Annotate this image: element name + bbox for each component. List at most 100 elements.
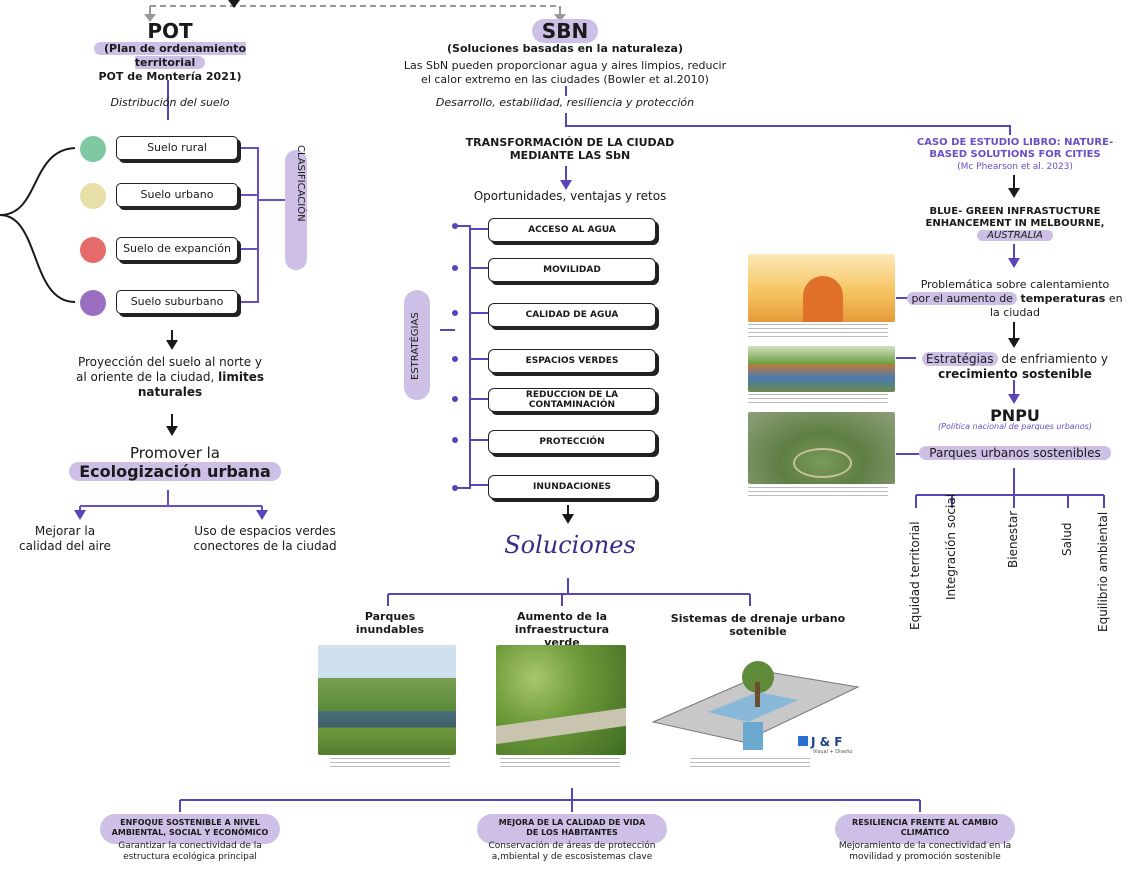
classification-label: CLASIFICACIÓN (295, 145, 306, 222)
strategy-espacios-verdes: ESPACIOS VERDES (488, 349, 656, 373)
pot-subtitle-2: POT de Montería 2021) (98, 70, 242, 83)
air-quality-line-2: calidad del aire (19, 539, 111, 553)
bottom-3-title-2: CLIMÁTICO (900, 828, 950, 837)
pot-block: POT (Plan de ordenamiento territorial PO… (60, 20, 280, 84)
ecologization-title: Ecologización urbana (69, 462, 281, 481)
blue-green-line-2: ENHANCEMENT IN MELBOURNE, (925, 218, 1105, 229)
solution-parques-line-1: Parques (364, 610, 416, 623)
cooling-building-image (748, 346, 895, 392)
opportunities-label: Oportunidades, ventajas y retos (473, 189, 667, 203)
green-infra-caption (500, 758, 620, 770)
bottom-1-title-2: AMBIENTAL, SOCIAL Y ECONÓMICO (111, 828, 269, 837)
problem-bold: temperaturas (1020, 292, 1106, 305)
bottom-item-sustainable: ENFOQUE SOSTENIBLE A NIVEL AMBIENTAL, SO… (90, 814, 290, 863)
bottom-pill-3 (835, 814, 1015, 844)
bottom-1-desc-2: estructura ecológica principal (123, 852, 257, 862)
drainage-illustration (648, 652, 863, 752)
problem-line-3: en (1108, 292, 1123, 305)
solution-drenaje: Sistemas de drenaje urbano sotenible (668, 612, 848, 638)
green-spaces-line-2: conectores de la ciudad (193, 539, 337, 553)
case-study-title: CASO DE ESTUDIO LIBRO: NATURE- BASED SOL… (890, 137, 1140, 161)
sbn-desc-1: Las SbN pueden proporcionar agua y aires… (403, 59, 727, 72)
green-spaces-line-1: Uso de espacios verdes (194, 524, 336, 538)
drainage-drawing (651, 661, 860, 750)
strategies-pill (404, 290, 430, 400)
green-infra-photo (496, 645, 626, 755)
solution-infraestructura-line-1: Aumento de la infraestructura (514, 610, 610, 636)
branch-integracion: Integración social (944, 493, 958, 600)
blue-green-line-1: BLUE- GREEN INFRASTUCTURE (929, 206, 1101, 217)
bottom-3-title-1: RESILIENCIA FRENTE AL CAMBIO (852, 818, 998, 827)
bottom-2-desc-2: a,mbiental y de escosistemas clave (491, 852, 653, 862)
pnpu-subtitle: (Política nacional de parques urbanos) (938, 422, 1092, 431)
strategy-movilidad: MOVILIDAD (488, 258, 656, 282)
transform-title: TRANSFORMACIÓN DE LA CIUDAD MEDIANTE LAS… (420, 136, 720, 162)
projection-line-1: Proyección del suelo al norte y (77, 355, 263, 369)
jf-logo-icon (798, 736, 808, 746)
solution-parques-line-2: inundables (355, 623, 425, 636)
melbourne-heat-image (748, 254, 895, 322)
flood-park-caption (330, 758, 450, 770)
soil-dot-expancion (80, 237, 106, 263)
case-study-ref: (Mc Phearson et al. 2023) (957, 162, 1073, 172)
cooling-strategies: Estratégias de enfriamiento y crecimient… (905, 352, 1125, 382)
soil-expancion: Suelo de expanción (116, 237, 238, 261)
problem-line-2: por el aumento de (907, 292, 1017, 305)
bottom-item-quality: MEJORA DE LA CALIDAD DE VIDA DE LOS HABI… (462, 814, 682, 863)
soil-suburbano: Suelo suburbano (116, 290, 238, 314)
solutions-title: Soluciones (504, 531, 636, 559)
solution-parques: Parques inundables (340, 610, 440, 636)
solution-drenaje-line-1: Sistemas de drenaje urbano (670, 612, 846, 625)
strategy-inundaciones: INUNDACIONES (488, 475, 656, 499)
strategies-label: ESTRATÉGIAS (410, 312, 421, 380)
strategy-reduccion-contaminacion: REDUCCION DE LA CONTAMINACIÓN (488, 388, 656, 412)
soil-rural: Suelo rural (116, 136, 238, 160)
bottom-2-title-2: DE LOS HABITANTES (526, 828, 618, 837)
soil-dot-suburbano (80, 290, 106, 316)
soil-dot-rural (80, 136, 106, 162)
urban-parks: Parques urbanos sostenibles (915, 446, 1115, 460)
problem-line-4: la ciudad (989, 306, 1041, 319)
promote-label: Promover la (130, 444, 220, 462)
ecologization-block: Promover la Ecologización urbana (60, 444, 290, 482)
projection-bold: limites (218, 370, 264, 384)
problem-text: Problemática sobre calentamiento por el … (905, 278, 1125, 320)
pnpu-title: PNPU (990, 406, 1040, 425)
strategy-calidad-agua: CALIDAD DE AGUA (488, 303, 656, 327)
pot-subtitle: (Plan de ordenamiento territorial (60, 42, 280, 70)
solution-infraestructura: Aumento de la infraestructura verde (472, 610, 652, 649)
jf-logo-sub: Visual + Diseño (813, 749, 853, 755)
solution-drenaje-line-2: sotenible (729, 625, 787, 638)
soil-urbano: Suelo urbano (116, 183, 238, 207)
flood-park-photo (318, 645, 456, 755)
transform-line-2: MEDIANTE LAS SbN (509, 149, 631, 162)
problem-line-1: Problemática sobre calentamiento (920, 278, 1110, 291)
projection-line-2: al oriente de la ciudad, (76, 370, 215, 384)
blue-green-title: BLUE- GREEN INFRASTUCTURE ENHANCEMENT IN… (905, 206, 1125, 242)
cooling-image-caption (748, 394, 888, 406)
projection-text: Proyección del suelo al norte y al orien… (50, 355, 290, 400)
branch-bienestar: Bienestar (1006, 510, 1020, 568)
cooling-line-3: crecimiento sostenible (938, 367, 1092, 381)
sbn-desc-2: el calor extremo en las ciudades (Bowler… (421, 73, 709, 86)
air-quality-line-1: Mejorar la (34, 524, 96, 538)
strategy-acceso-agua: ACCESO AL AGUA (488, 218, 656, 242)
distribution-label: Distribución del suelo (110, 96, 230, 109)
cooling-line-1: Estratégias (922, 352, 998, 366)
bottom-pill-1 (100, 814, 280, 844)
air-quality-item: Mejorar la calidad del aire (10, 524, 120, 554)
sbn-block: SBN (Soluciones basadas en la naturaleza… (400, 19, 730, 87)
jf-logo-text: J & F (811, 735, 843, 749)
case-title-line-2: BASED SOLUTIONS FOR CITIES (929, 149, 1101, 160)
transform-line-1: TRANSFORMACIÓN DE LA CIUDAD (465, 136, 675, 149)
bottom-pill-2 (477, 814, 667, 844)
bottom-1-desc-1: Garantizar la conectividad de la (118, 841, 262, 851)
soil-dot-urbano (80, 183, 106, 209)
branch-equidad: Equidad territorial (908, 521, 922, 630)
green-spaces-item: Uso de espacios verdes conectores de la … (180, 524, 350, 554)
bottom-item-resilience: RESILIENCIA FRENTE AL CAMBIO CLIMÁTICO M… (820, 814, 1030, 863)
projection-line-3: naturales (137, 385, 203, 399)
jf-logo: J & F (798, 735, 842, 749)
cooling-line-2: de enfriamiento y (1001, 352, 1108, 366)
